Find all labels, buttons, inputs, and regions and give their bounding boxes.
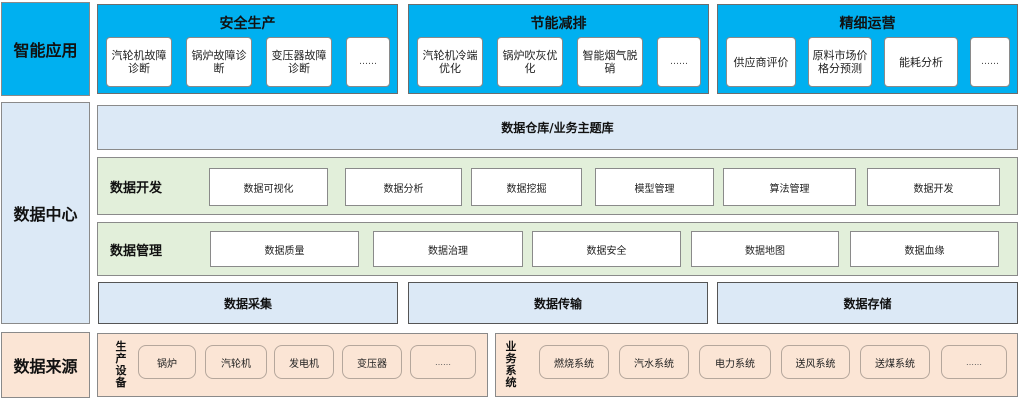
data-source-label: 数据来源 bbox=[1, 332, 90, 398]
source-item-generator[interactable]: 发电机 bbox=[274, 345, 334, 379]
dev-item-model-management[interactable]: 模型管理 bbox=[595, 168, 714, 206]
data-storage-bar[interactable]: 数据存储 bbox=[717, 282, 1018, 324]
dev-item-data-analysis[interactable]: 数据分析 bbox=[345, 168, 462, 206]
mgmt-item-data-quality[interactable]: 数据质量 bbox=[210, 231, 359, 267]
smart-application-label: 智能应用 bbox=[1, 2, 90, 96]
data-development-label: 数据开发 bbox=[110, 180, 163, 196]
app-item-transformer-fault-diagnosis[interactable]: 变压器故障诊断 bbox=[266, 37, 332, 87]
app-item-smart-flue-gas-denitration[interactable]: 智能烟气脱硝 bbox=[577, 37, 643, 87]
data-collection-bar[interactable]: 数据采集 bbox=[98, 282, 398, 324]
source-group-business-systems: 业 务 系 统 燃烧系统 汽水系统 电力系统 送风系统 送煤系统 …… bbox=[495, 333, 1018, 397]
data-warehouse-bar: 数据仓库/业务主题库 bbox=[97, 105, 1018, 150]
app-group-title: 节能减排 bbox=[530, 16, 587, 32]
app-item-supplier-evaluation[interactable]: 供应商评价 bbox=[726, 37, 796, 87]
dev-item-data-development[interactable]: 数据开发 bbox=[867, 168, 1000, 206]
source-item-coal-feed-system[interactable]: 送煤系统 bbox=[860, 345, 930, 379]
app-group-safety-production: 安全生产 汽轮机故障诊断 锅炉故障诊断 变压器故障诊断 …… bbox=[97, 4, 398, 94]
app-group-title: 精细运营 bbox=[839, 16, 896, 32]
source-item-steam-water-system[interactable]: 汽水系统 bbox=[619, 345, 689, 379]
app-item-more[interactable]: …… bbox=[970, 37, 1010, 87]
data-management-label: 数据管理 bbox=[110, 243, 163, 259]
app-item-boiler-soot-blowing-optimization[interactable]: 锅炉吹灰优化 bbox=[497, 37, 563, 87]
source-item-air-supply-system[interactable]: 送风系统 bbox=[781, 345, 850, 379]
dev-item-data-mining[interactable]: 数据挖掘 bbox=[471, 168, 582, 206]
source-item-combustion-system[interactable]: 燃烧系统 bbox=[539, 345, 609, 379]
source-group-production-equipment: 生 产 设 备 锅炉 汽轮机 发电机 变压器 …… bbox=[97, 333, 488, 397]
app-group-title: 安全生产 bbox=[219, 16, 276, 32]
app-item-energy-consumption-analysis[interactable]: 能耗分析 bbox=[884, 37, 958, 87]
source-item-turbine[interactable]: 汽轮机 bbox=[205, 345, 267, 379]
app-item-more[interactable]: …… bbox=[346, 37, 390, 87]
mgmt-item-data-governance[interactable]: 数据治理 bbox=[373, 231, 523, 267]
app-group-fine-operations: 精细运营 供应商评价 原料市场价格分预测 能耗分析 …… bbox=[717, 4, 1018, 94]
app-item-more[interactable]: …… bbox=[657, 37, 701, 87]
business-systems-label: 业 务 系 统 bbox=[505, 340, 517, 389]
source-item-more[interactable]: …… bbox=[410, 345, 476, 379]
app-item-turbine-cold-end-optimization[interactable]: 汽轮机冷端优化 bbox=[417, 37, 483, 87]
app-item-turbine-fault-diagnosis[interactable]: 汽轮机故障诊断 bbox=[106, 37, 172, 87]
dev-item-data-visualization[interactable]: 数据可视化 bbox=[209, 168, 328, 206]
mgmt-item-data-map[interactable]: 数据地图 bbox=[691, 231, 839, 267]
source-item-boiler[interactable]: 锅炉 bbox=[138, 345, 196, 379]
mgmt-item-data-security[interactable]: 数据安全 bbox=[532, 231, 681, 267]
data-management-section: 数据管理 数据质量 数据治理 数据安全 数据地图 数据血缘 bbox=[97, 222, 1018, 276]
dev-item-algorithm-management[interactable]: 算法管理 bbox=[723, 168, 856, 206]
source-item-power-system[interactable]: 电力系统 bbox=[699, 345, 771, 379]
app-group-energy-saving: 节能减排 汽轮机冷端优化 锅炉吹灰优化 智能烟气脱硝 …… bbox=[408, 4, 709, 94]
source-item-more[interactable]: …… bbox=[941, 345, 1007, 379]
data-development-section: 数据开发 数据可视化 数据分析 数据挖掘 模型管理 算法管理 数据开发 bbox=[97, 157, 1018, 215]
app-item-boiler-fault-diagnosis[interactable]: 锅炉故障诊断 bbox=[186, 37, 252, 87]
source-item-transformer[interactable]: 变压器 bbox=[342, 345, 402, 379]
app-item-raw-material-price-forecast[interactable]: 原料市场价格分预测 bbox=[808, 37, 872, 87]
data-center-label: 数据中心 bbox=[1, 102, 90, 324]
production-equipment-label: 生 产 设 备 bbox=[115, 340, 127, 389]
data-transmission-bar[interactable]: 数据传输 bbox=[408, 282, 708, 324]
mgmt-item-data-lineage[interactable]: 数据血缘 bbox=[850, 231, 999, 267]
